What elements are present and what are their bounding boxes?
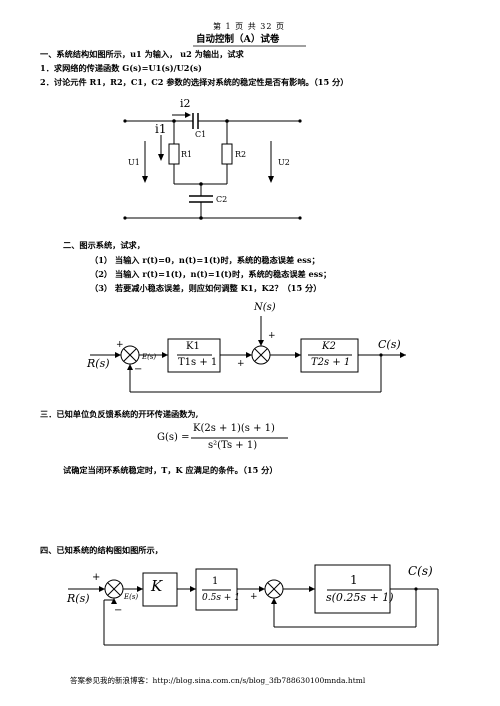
q3-heading: 三．已知单位负反馈系统的开环传递函数为, bbox=[40, 409, 199, 419]
q3-text: 试确定当闭环系统稳定时，T，K 应满足的条件。（15 分） bbox=[63, 465, 278, 475]
q3-denominator: s²(Ts + 1) bbox=[208, 440, 258, 451]
page-footer: 答案参见我的新浪博客：http://blog.sina.com.cn/s/blo… bbox=[70, 676, 366, 685]
label-n-of-s: N(s) bbox=[254, 302, 276, 313]
q4-label-e-of-s: E(s) bbox=[124, 593, 139, 601]
q2-item-3: （3） 若要减小稳态误差，则应如何调整 K1，K2？（15 分） bbox=[90, 283, 322, 293]
label-u1: U1 bbox=[128, 158, 140, 167]
label-r2: R2 bbox=[235, 150, 247, 159]
label-c2: C2 bbox=[216, 195, 228, 204]
q3-numerator: K(2s + 1)(s + 1) bbox=[193, 423, 275, 434]
label-r1: R1 bbox=[181, 150, 193, 159]
page-header: 第 1 页 共 32 页 bbox=[213, 22, 285, 31]
sum1-minus: − bbox=[134, 364, 143, 375]
q1-item-1: 1．求网络的传递函数 G(s)=U1(s)/U2(s) bbox=[40, 63, 202, 73]
label-c1: C1 bbox=[195, 130, 207, 139]
q4-block1-denominator: 0.5s + 1 bbox=[202, 593, 240, 603]
label-u2: U2 bbox=[278, 158, 290, 167]
label-r-of-s: R(s) bbox=[87, 357, 110, 370]
q4-heading: 四、已知系统的结构图如图所示， bbox=[40, 545, 163, 555]
label-e-of-s: E(s) bbox=[142, 353, 157, 361]
q2-heading: 二、图示系统，试求， bbox=[63, 240, 145, 250]
block1-numerator: K1 bbox=[186, 341, 200, 352]
q4-block2-denominator: s(0.25s + 1) bbox=[326, 591, 394, 604]
q4-sum1-minus: − bbox=[114, 605, 123, 616]
sum2-plus-top: + bbox=[268, 331, 276, 341]
q4-label-c-of-s: C(s) bbox=[408, 564, 433, 578]
block2-numerator: K2 bbox=[322, 341, 336, 352]
label-i2: i2 bbox=[180, 97, 191, 110]
label-i1: i1 bbox=[155, 122, 167, 136]
q1-item-2: 2．讨论元件 R1，R2，C1，C2 参数的选择对系统的稳定性是否有影响。（15… bbox=[40, 77, 349, 87]
block2-denominator: T2s + 1 bbox=[311, 357, 351, 368]
block1-denominator: T1s + 1 bbox=[178, 357, 218, 368]
q4-block1-numerator: 1 bbox=[212, 576, 219, 587]
q4-block2-numerator: 1 bbox=[350, 573, 358, 587]
sum2-plus-left: + bbox=[237, 359, 245, 369]
q4-gain-k: K bbox=[151, 577, 163, 595]
q3-lhs: G(s) = bbox=[157, 432, 190, 443]
q2-item-1: （1） 当输入 r(t)=0，n(t)=1(t)时，系统的稳态误差 ess； bbox=[90, 255, 320, 265]
sum1-plus: + bbox=[116, 340, 124, 350]
q4-label-r-of-s: R(s) bbox=[67, 592, 90, 605]
q2-item-2: （2） 当输入 r(t)=1(t)，n(t)=1(t)时，系统的稳态误差 ess… bbox=[90, 269, 332, 279]
q4-sum2-plus: + bbox=[250, 592, 258, 602]
q4-sum1-plus: + bbox=[92, 572, 101, 583]
label-c-of-s: C(s) bbox=[378, 338, 401, 351]
exam-title: 自动控制（A）试卷 bbox=[196, 34, 280, 45]
q1-heading: 一、系统结构如图所示，u1 为输入， u2 为输出，试求 bbox=[40, 49, 244, 59]
